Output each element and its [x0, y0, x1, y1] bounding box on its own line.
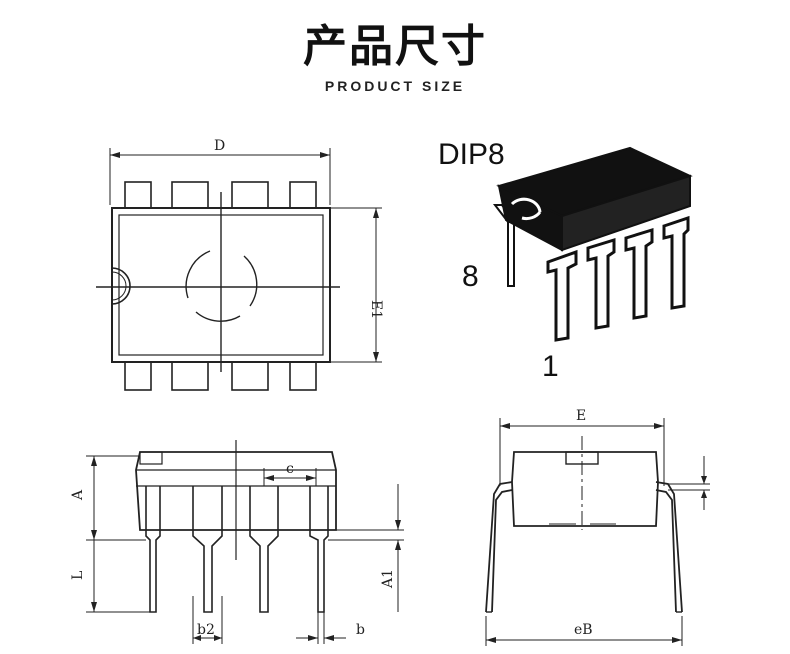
dim-label-c: c — [286, 461, 294, 477]
dim-label-E1: E1 — [368, 300, 384, 319]
pin-1-label: 1 — [542, 350, 559, 383]
dim-label-b2: b2 — [197, 622, 215, 638]
top-view-drawing — [96, 148, 382, 391]
dim-label-E: E — [576, 408, 586, 424]
dim-label-eB: eB — [574, 622, 593, 638]
pin-8-label: 8 — [462, 260, 479, 293]
page-subtitle: PRODUCT SIZE — [324, 78, 466, 94]
dim-label-b: b — [356, 622, 365, 638]
dim-label-A: A — [70, 489, 86, 501]
page-title: 产品尺寸 — [303, 21, 487, 72]
dim-label-D: D — [214, 138, 225, 154]
end-view-drawing — [485, 418, 710, 646]
dim-label-A1: A1 — [380, 569, 396, 589]
side-view-drawing — [86, 440, 404, 644]
dim-label-L: L — [70, 571, 86, 580]
package-name-label: DIP8 — [438, 138, 505, 171]
dip8-package-illustration — [492, 146, 693, 342]
